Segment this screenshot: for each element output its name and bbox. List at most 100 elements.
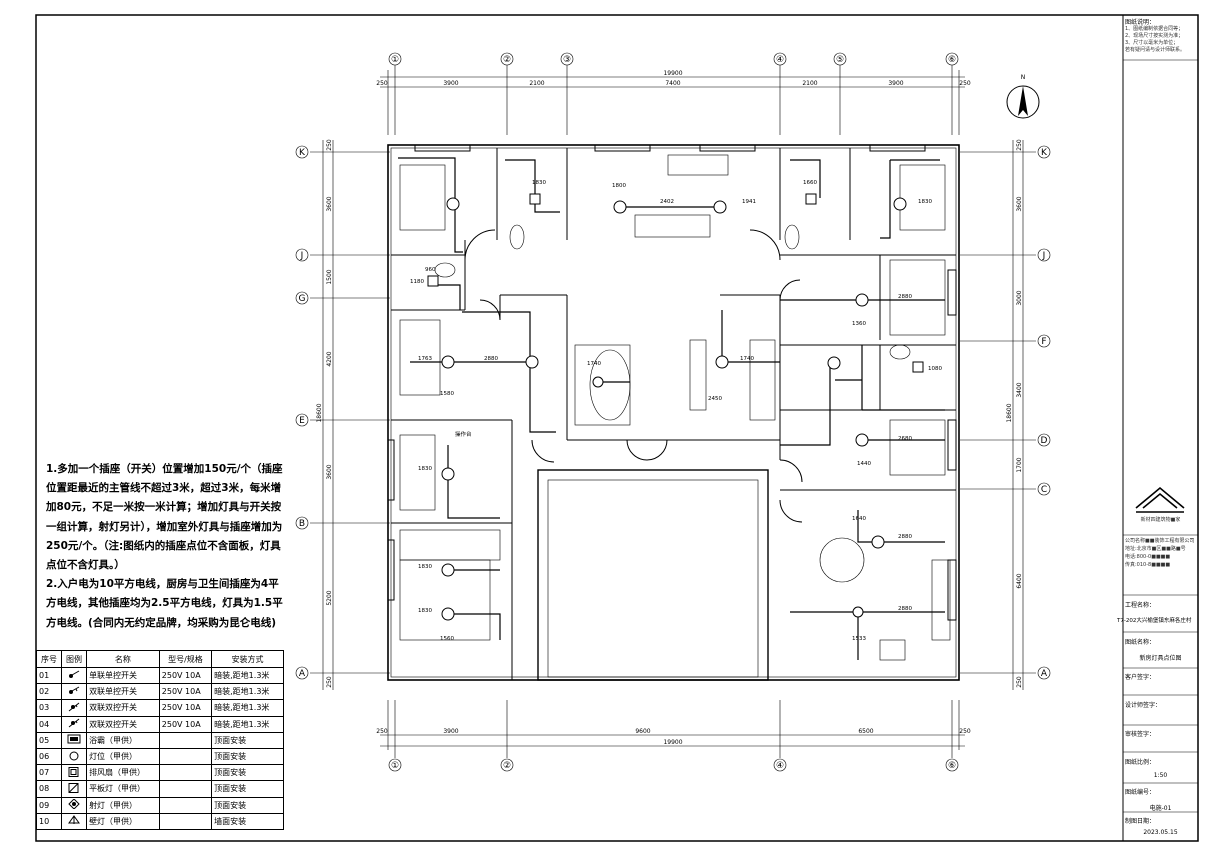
left-dimension-chain: [295, 140, 390, 690]
sheet-border: [35, 14, 1199, 842]
run-length-6: 1660: [803, 180, 817, 186]
dim-bottom-3: 6500: [858, 728, 873, 735]
legend-spec: [158, 764, 213, 782]
dim-right-0: 250: [1016, 139, 1023, 151]
axis-right-D: D: [1041, 436, 1048, 446]
dim-left-overall: 18600: [316, 403, 323, 422]
legend-no: 07: [35, 764, 63, 782]
legend-no: 03: [35, 699, 63, 717]
lamp-position-icon: [67, 751, 81, 763]
run-length-11: 1580: [440, 391, 454, 397]
legend-no: 08: [35, 780, 63, 798]
axis-top-5: ⑤: [836, 55, 844, 65]
legend-spec: [158, 796, 213, 814]
legend-install: 顶面安装: [211, 780, 284, 798]
dim-top-1: 3900: [443, 80, 458, 87]
tb-company-info-2: 地址:北京市■区■■路■号: [1125, 546, 1186, 552]
axis-top-4: ④: [776, 55, 784, 65]
dim-right-5: 6400: [1016, 573, 1023, 588]
axis-top-6: ⑥: [948, 55, 956, 65]
run-length-10: 2880: [484, 356, 498, 362]
dim-bottom-2: 9600: [635, 728, 650, 735]
legend-install: 暗装,距地1.3米: [211, 683, 284, 701]
panel-light-icon: [67, 782, 81, 795]
run-length-23: 2880: [898, 534, 912, 540]
dim-left-2: 1500: [326, 269, 333, 284]
axis-bottom-4: ④: [776, 761, 784, 771]
dim-top-overall: 19900: [663, 70, 682, 77]
dim-left-1: 3600: [326, 196, 333, 211]
title-block: 图纸说明： 1、图纸编制依据合同等； 2、现场尺寸按实测为准； 3、尺寸以毫米为…: [1117, 15, 1198, 841]
dim-left-5: 5200: [326, 590, 333, 605]
legend-col-name: 名称: [86, 650, 160, 668]
legend-icon: [61, 715, 88, 733]
run-length-2: 1800: [612, 183, 626, 189]
electrical-notes: 1.多加一个插座（开关）位置增加150元/个（插座位置距最近的主管线不超过3米，…: [46, 460, 288, 633]
tb-company-info-1: 公司名称■■装饰工程有限公司: [1125, 538, 1195, 544]
dim-left-0: 250: [326, 139, 333, 151]
legend-install: 顶面安装: [211, 796, 284, 814]
legend-spec: [158, 731, 213, 749]
run-length-7: 960: [425, 267, 436, 273]
dim-bottom-0: 250: [376, 728, 388, 735]
legend-no: 06: [35, 747, 63, 766]
run-length-19: 1830: [418, 466, 432, 472]
tb-note-2: 2、现场尺寸按实测为准；: [1125, 33, 1184, 39]
dim-left-6: 250: [326, 676, 333, 688]
run-length-17: 2680: [898, 436, 912, 442]
legend-no: 05: [35, 731, 63, 749]
run-length-21: 1830: [418, 608, 432, 614]
dim-right-3: 3400: [1016, 382, 1023, 397]
tb-note-4: 若有疑问请与设计师联系。: [1125, 47, 1186, 53]
legend-spec: [158, 747, 213, 766]
bottom-dimension-chain: [380, 700, 965, 772]
run-length-3: 2402: [660, 199, 674, 205]
run-length-8: 1180: [410, 279, 424, 285]
run-length-13: 2450: [708, 396, 722, 402]
axis-left-E: E: [299, 416, 305, 426]
legend-no: 04: [35, 715, 63, 733]
axis-right-A: A: [1041, 669, 1048, 679]
legend-icon: [61, 764, 88, 782]
legend-install: 顶面安装: [211, 747, 284, 766]
legend-no: 09: [35, 796, 63, 814]
run-length-1: 1830: [532, 180, 546, 186]
note-1: 1.多加一个插座（开关）位置增加150元/个（插座位置距最近的主管线不超过3米，…: [46, 463, 283, 572]
tb-scale: 1:50: [1153, 772, 1168, 779]
double-switch-icon: [67, 686, 81, 698]
run-length-12: 1740: [587, 361, 601, 367]
axis-left-J: J: [300, 251, 304, 261]
legend-install: 暗装,距地1.3米: [211, 666, 284, 685]
legend-icon: [61, 796, 88, 814]
legend-icon: [61, 666, 88, 685]
tb-check-label: 审核签字：: [1125, 731, 1156, 738]
tb-notes-heading: 图纸说明：: [1125, 19, 1156, 26]
lamp-position-icon: [441, 197, 907, 621]
legend-name: 单联单控开关: [86, 666, 160, 685]
legend-spec: [158, 780, 213, 798]
legend-no: 01: [35, 666, 63, 685]
run-length-14: 1740: [740, 356, 754, 362]
dim-top-0: 250: [376, 80, 388, 87]
legend-no: 02: [35, 683, 63, 701]
legend-install: 暗装,距地1.3米: [211, 699, 284, 717]
axis-top-2: ②: [503, 55, 511, 65]
dim-bottom-overall: 19900: [663, 739, 682, 746]
bath-heater-icon: [67, 734, 81, 746]
right-dimension-chain: [960, 140, 1051, 690]
legend-icon: [61, 699, 88, 717]
legend-name: 双联单控开关: [86, 683, 160, 701]
legend-spec: [158, 812, 213, 830]
legend-name: 壁灯（甲供）: [86, 812, 160, 830]
electrical-wiring: [398, 157, 945, 660]
room-label-worktop: 操作台: [455, 430, 472, 438]
dim-right-4: 1700: [1016, 457, 1023, 472]
legend-name: 射灯（甲供）: [86, 796, 160, 814]
